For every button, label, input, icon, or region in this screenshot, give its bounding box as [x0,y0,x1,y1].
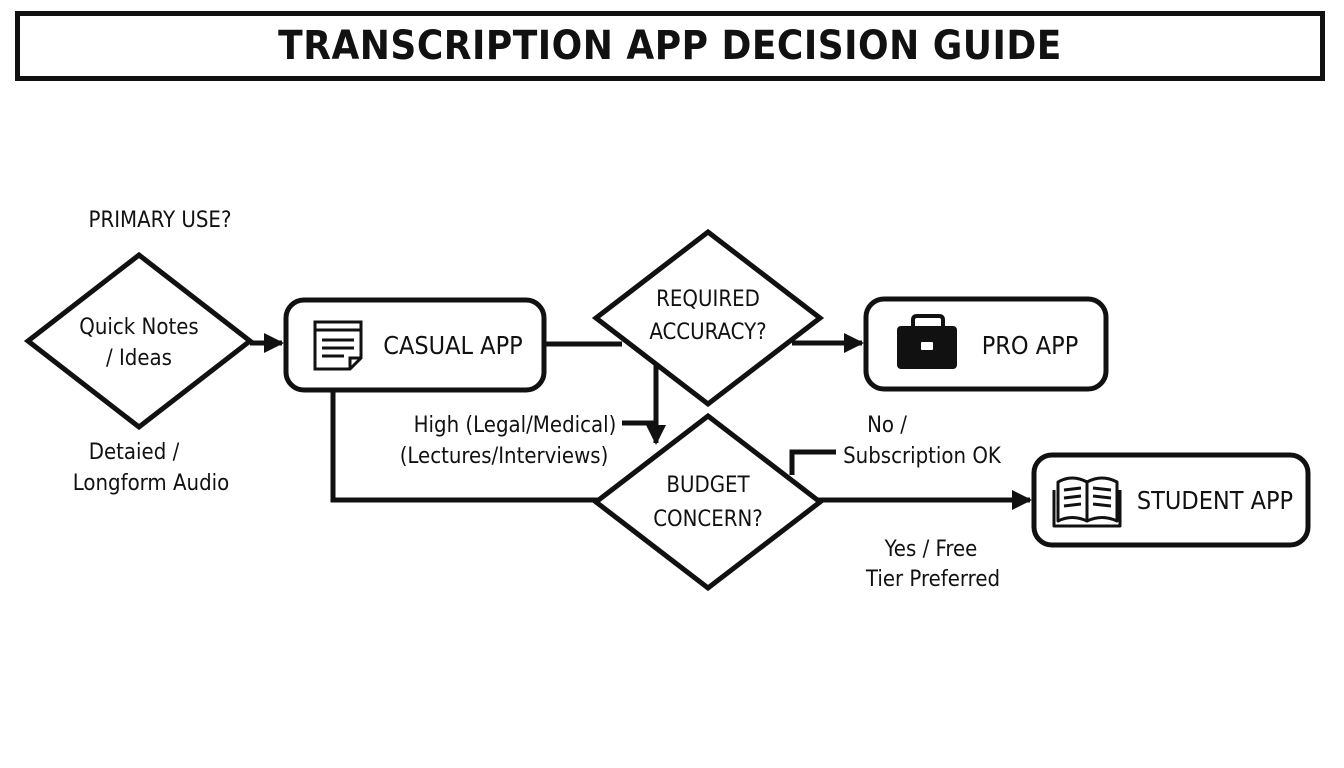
required-accuracy-diamond: REQUIRED ACCURACY? [591,228,825,408]
primary-use-label: PRIMARY USE? [89,208,232,233]
quick-notes-label-line2: / Ideas [106,346,172,371]
budget-concern-label-line2: CONCERN? [653,507,763,532]
connector-no-subscription [789,449,836,475]
no-subscription-label-line2: Subscription OK [843,444,1002,469]
no-subscription-label-line1: No / [867,413,907,438]
connectors [250,333,1032,510]
casual-app-box: CASUAL APP [283,297,547,393]
pro-app-label: PRO APP [982,331,1079,360]
required-accuracy-label-line1: REQUIRED [656,287,760,312]
quick-notes-diamond-shape [23,251,255,431]
detailed-audio-label-line2: Longform Audio [73,471,230,496]
title-box: TRANSCRIPTION APP DECISION GUIDE [15,11,1325,81]
required-accuracy-diamond-shape [591,228,825,408]
quick-notes-diamond: Quick Notes / Ideas [23,251,255,431]
detailed-audio-label-line1: Detaied / [89,440,180,465]
student-app-label: STUDENT APP [1137,486,1293,515]
budget-concern-label-line1: BUDGET [666,473,750,498]
budget-concern-diamond-shape [591,412,825,592]
connector-casual-to-budget [330,390,598,503]
required-accuracy-label-line2: ACCURACY? [649,320,766,345]
briefcase-icon [897,314,957,369]
yes-free-label-line2: Tier Preferred [865,567,1000,592]
quick-notes-label-line1: Quick Notes [79,315,198,340]
student-app-box: STUDENT APP [1031,452,1311,548]
casual-app-label: CASUAL APP [383,331,522,360]
page-title: TRANSCRIPTION APP DECISION GUIDE [278,23,1062,69]
open-book-icon [1052,476,1122,528]
budget-concern-diamond: BUDGET CONCERN? [591,412,825,592]
yes-free-label-line1: Yes / Free [884,537,978,562]
high-accuracy-label-line1: High (Legal/Medical) [414,413,617,438]
high-accuracy-label-line2: (Lectures/Interviews) [400,444,609,469]
notepad-icon [313,320,363,371]
pro-app-box: PRO APP [863,296,1109,392]
